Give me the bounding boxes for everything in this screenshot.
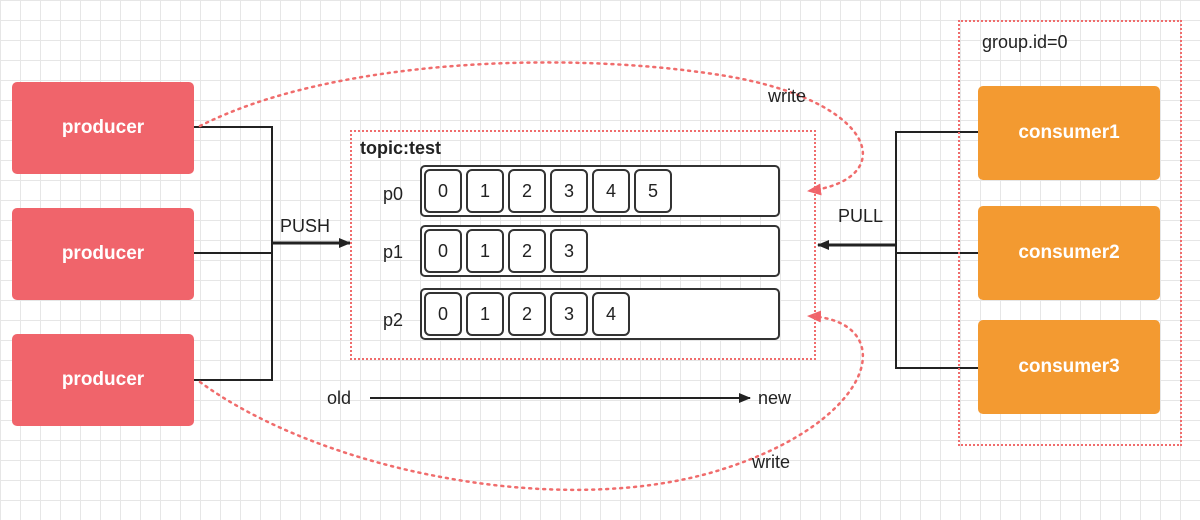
offset-cell: 1: [466, 229, 504, 273]
producer-label-1: producer: [61, 117, 145, 138]
offset-cell: 4: [592, 169, 630, 213]
offset-cell: 1: [466, 292, 504, 336]
partition-p2: 0 1 2 3 4: [420, 288, 780, 340]
offset-cell: 0: [424, 229, 462, 273]
producer-node-2: producer: [12, 208, 194, 300]
offset-cell: 2: [508, 292, 546, 336]
producer-node-3: producer: [12, 334, 194, 426]
write-label-top: write: [768, 86, 807, 106]
offset-cell: 1: [466, 169, 504, 213]
group-id-label: group.id=0: [982, 32, 1068, 52]
offset-cell: 0: [424, 169, 462, 213]
consumer-node-1: consumer1: [978, 86, 1160, 180]
write-curve-bottom: [198, 310, 865, 492]
consumer-node-2: consumer2: [978, 206, 1160, 300]
producer-label-2: producer: [61, 243, 145, 264]
consumer-label-2: consumer2: [1018, 242, 1120, 263]
topic-label: topic:test: [360, 138, 441, 158]
partition-label-p2: p2: [383, 310, 404, 330]
offset-cell: 5: [634, 169, 672, 213]
producer-label-3: producer: [61, 369, 145, 390]
old-label: old: [327, 388, 352, 408]
write-curve-top: [198, 61, 864, 196]
new-label: new: [758, 388, 792, 408]
consumer-connectors: [817, 131, 978, 369]
consumer-label-3: consumer3: [1018, 356, 1120, 377]
push-label: PUSH: [280, 216, 331, 236]
partition-p0: 0 1 2 3 4 5: [420, 165, 780, 217]
producer-connectors: [194, 126, 351, 381]
partition-label-p0: p0: [383, 184, 404, 204]
topic-container: [350, 130, 816, 360]
offset-cell: 3: [550, 292, 588, 336]
partition-p1: 0 1 2 3: [420, 225, 780, 277]
offset-cell: 3: [550, 169, 588, 213]
offset-cell: 0: [424, 292, 462, 336]
offset-cell: 4: [592, 292, 630, 336]
producer-node-1: producer: [12, 82, 194, 174]
offset-cell: 2: [508, 169, 546, 213]
consumer-label-1: consumer1: [1018, 122, 1120, 143]
consumer-group-container: [958, 20, 1182, 446]
write-label-bottom: write: [752, 452, 791, 472]
consumer-node-3: consumer3: [978, 320, 1160, 414]
offset-cell: 2: [508, 229, 546, 273]
consumer1-connector: [895, 131, 978, 369]
partition-label-p1: p1: [383, 242, 404, 262]
offset-cell: 3: [550, 229, 588, 273]
pull-label: PULL: [838, 206, 884, 226]
